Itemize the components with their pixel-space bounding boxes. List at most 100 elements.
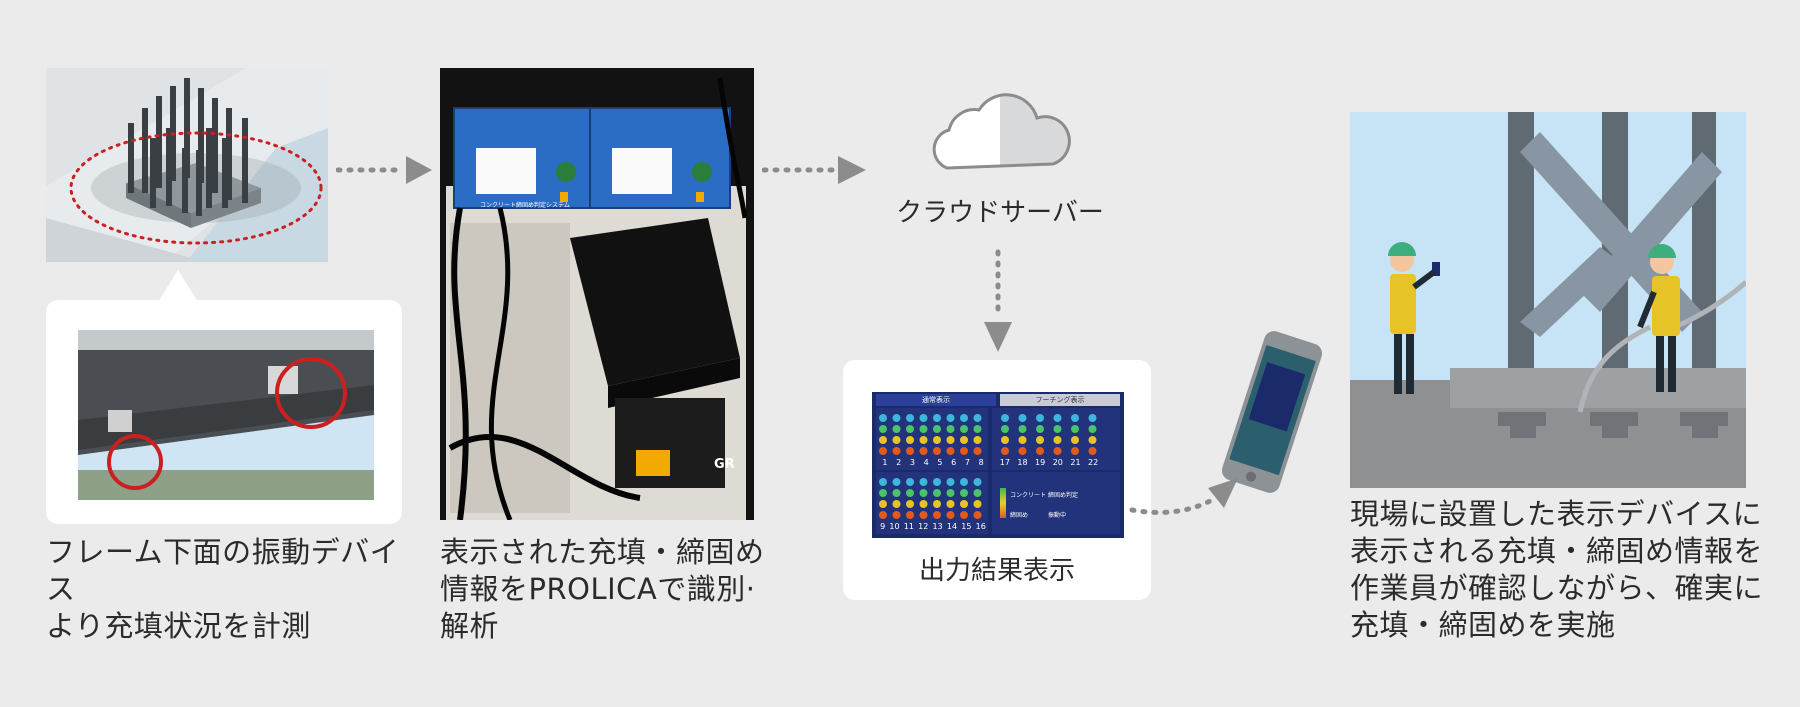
- sensor-dot: [1001, 414, 1009, 422]
- flow-arrow-3: [1129, 478, 1238, 515]
- sensor-dot: [946, 436, 955, 444]
- sensor-dot: [1071, 414, 1079, 422]
- sensor-dot: [946, 511, 955, 519]
- sensor-dot: [1001, 447, 1009, 455]
- sensor-dot: [892, 425, 901, 433]
- sensor-dot: [933, 414, 941, 422]
- sensor-dot: [892, 489, 901, 497]
- sensor-dot: [933, 478, 941, 486]
- step2-caption-line: 解析: [440, 609, 500, 643]
- sensor-dot: [973, 436, 982, 444]
- output-screen: 通常表示 フーチング表示 1 2 3 4 5 6 7 8 17 18 19 20…: [872, 392, 1124, 538]
- sensor-dot: [960, 478, 968, 486]
- sensor-dot: [919, 447, 928, 455]
- column-number: 14: [946, 522, 958, 531]
- sensor-dot: [946, 478, 955, 486]
- column-number: 3: [909, 458, 915, 467]
- sensor-dot: [892, 414, 901, 422]
- column-number: 12: [918, 522, 929, 531]
- flow-arrow-2: [762, 156, 866, 184]
- sensor-dot: [879, 425, 887, 433]
- sensor-dot: [973, 414, 982, 422]
- step1-caption: フレーム下面の振動デバイス より充填状況を計測: [46, 534, 416, 645]
- sensor-dot: [933, 500, 941, 508]
- sensor-dot: [933, 447, 941, 455]
- sensor-dot: [919, 478, 928, 486]
- sensor-dot: [879, 447, 887, 455]
- sensor-dot: [960, 414, 968, 422]
- output-display-label: 出力結果表示: [918, 556, 1075, 586]
- sensor-dot: [1036, 447, 1044, 455]
- column-number: 6: [951, 458, 957, 467]
- sensor-dot: [1036, 425, 1044, 433]
- column-number: 8: [978, 458, 984, 467]
- step4-caption-line: 充填・締固めを実施: [1350, 608, 1616, 642]
- sensor-dot: [973, 489, 982, 497]
- step1-caption-line: フレーム下面の振動デバイス: [46, 535, 400, 606]
- sensor-dot: [1053, 414, 1062, 422]
- sensor-dot: [1036, 414, 1044, 422]
- anchor-bolt-model-image: [46, 68, 328, 262]
- sensor-dot: [906, 436, 914, 444]
- sensor-dot: [973, 500, 982, 508]
- sensor-dot: [933, 511, 941, 519]
- sensor-dot: [906, 511, 914, 519]
- sensor-dot: [946, 500, 955, 508]
- bottom-left-numbers: 9 10 11 12 13 14 15 16: [878, 522, 988, 531]
- sensor-dot: [946, 425, 955, 433]
- status-text: 振動中: [1048, 512, 1067, 519]
- status-text: 締固め判定: [1048, 492, 1079, 499]
- sensor-dot: [892, 500, 901, 508]
- sensor-dot: [879, 500, 887, 508]
- sensor-column-grid: [876, 408, 1120, 534]
- column-number: 19: [1035, 458, 1046, 467]
- sensor-dot: [1036, 436, 1044, 444]
- sensor-dot: [906, 500, 914, 508]
- sensor-dot: [973, 511, 982, 519]
- sensor-dot: [879, 489, 887, 497]
- sensor-dot: [933, 425, 941, 433]
- sensor-dot: [960, 500, 968, 508]
- legend-color-bar: [1000, 488, 1006, 518]
- sensor-dot: [1053, 447, 1062, 455]
- sensor-dot: [879, 511, 887, 519]
- sensor-dot: [946, 414, 955, 422]
- device-brand-logo: GR: [714, 457, 735, 472]
- column-number: 16: [975, 522, 986, 531]
- step1-caption-line: より充填状況を計測: [46, 609, 311, 643]
- flow-arrow-down: [984, 249, 1012, 352]
- beam-underside-photo: [78, 330, 374, 500]
- sensor-dot: [1018, 425, 1027, 433]
- sensor-dot: [906, 425, 914, 433]
- sensor-dot: [1018, 436, 1027, 444]
- unit-label-text: コンクリート締固め判定システム: [480, 201, 570, 209]
- column-number: 13: [932, 522, 943, 531]
- sensor-dot: [933, 489, 941, 497]
- tab-normal-view: 通常表示: [876, 394, 996, 406]
- column-number: 20: [1052, 458, 1063, 467]
- sensor-dot: [973, 478, 982, 486]
- column-number: 10: [889, 522, 900, 531]
- sensor-dot: [1018, 447, 1027, 455]
- column-number: 15: [961, 522, 972, 531]
- sensor-dot: [960, 447, 968, 455]
- column-number: 1: [882, 458, 888, 467]
- sensor-dot: [973, 447, 982, 455]
- sensor-dot: [946, 489, 955, 497]
- column-number: 18: [1017, 458, 1028, 467]
- bubble-pointer: [158, 270, 198, 302]
- analysis-device-photo: コンクリート締固め判定システム GR: [440, 68, 754, 520]
- sensor-dot: [946, 447, 955, 455]
- sensor-dot: [879, 436, 887, 444]
- sensor-dot: [892, 511, 901, 519]
- column-number: 4: [923, 458, 929, 467]
- column-number: 17: [999, 458, 1010, 467]
- sensor-dot: [892, 436, 901, 444]
- cloud-server-icon: [932, 93, 1071, 170]
- sensor-dot: [1001, 436, 1009, 444]
- sensor-dot: [906, 414, 914, 422]
- sensor-dot: [960, 489, 968, 497]
- column-number: 7: [964, 458, 970, 467]
- sensor-dot: [919, 414, 928, 422]
- top-right-numbers: 17 18 19 20 21 22: [996, 458, 1102, 467]
